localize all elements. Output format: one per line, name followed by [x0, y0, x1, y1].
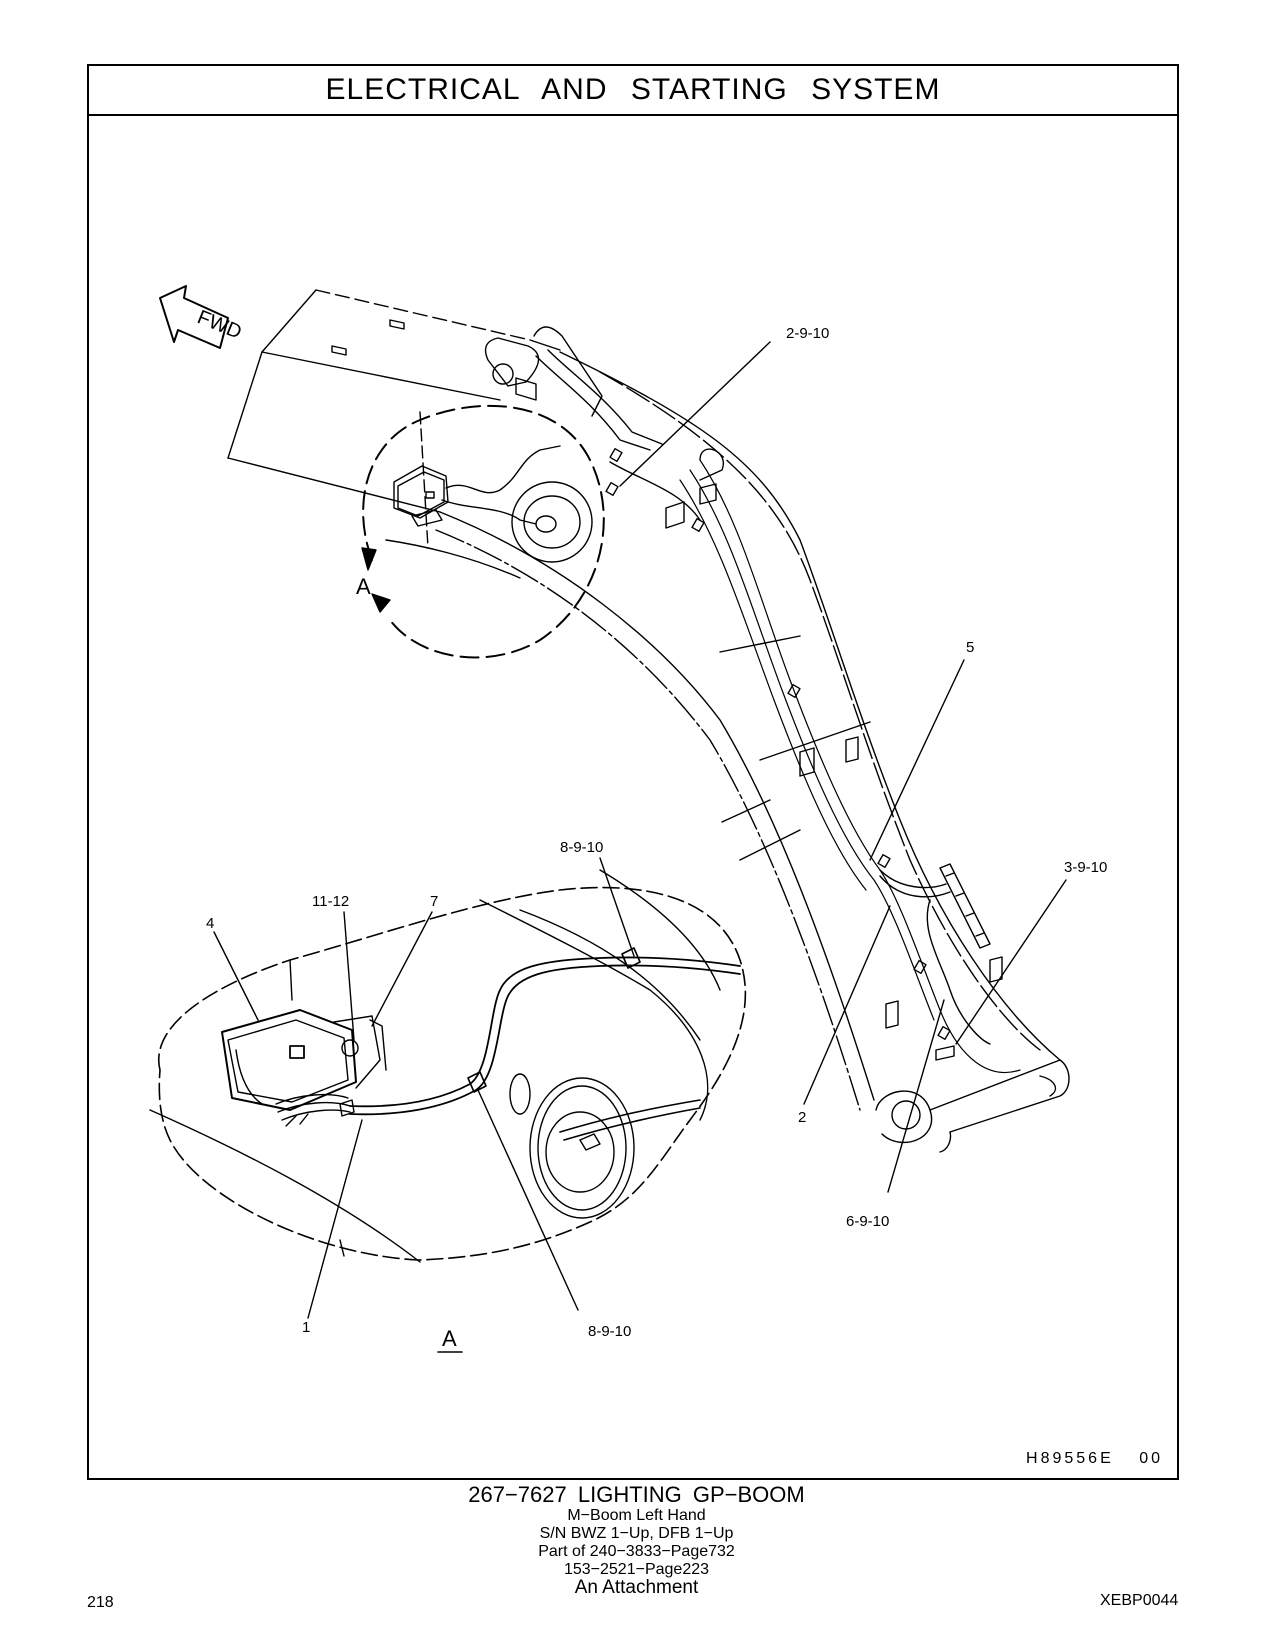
document-id: XEBP0044 [1100, 1592, 1179, 1609]
title-bar: ELECTRICAL AND STARTING SYSTEM [89, 66, 1177, 116]
callout-4: 4 [206, 915, 214, 932]
figure-frame: ELECTRICAL AND STARTING SYSTEM [87, 64, 1179, 1480]
caption-line-2: M−Boom Left Hand [567, 1507, 706, 1524]
caption-line-4: Part of 240−3833−Page732 [538, 1543, 735, 1560]
callout-7: 7 [430, 893, 438, 910]
figure-id: H89556E 00 [1026, 1450, 1163, 1467]
callout-11-12: 11-12 [312, 893, 349, 910]
callout-3-9-10: 3-9-10 [1064, 859, 1107, 876]
caption-line-6: An Attachment [574, 1577, 699, 1598]
callout-1: 1 [302, 1319, 310, 1336]
caption-line-5: 153−2521−Page223 [563, 1561, 710, 1578]
detail-view-a: A [149, 869, 747, 1353]
page-title: ELECTRICAL AND STARTING SYSTEM [325, 73, 941, 106]
caption-title: 267−7627 LIGHTING GP−BOOM [468, 1482, 805, 1507]
callout-5: 5 [966, 639, 974, 656]
caption-line-3: S/N BWZ 1−Up, DFB 1−Up [539, 1525, 734, 1542]
callout-8-9-10-top: 8-9-10 [560, 839, 603, 856]
view-title-a: A [442, 1326, 457, 1351]
callout-2: 2 [798, 1109, 806, 1126]
callout-6-9-10: 6-9-10 [846, 1213, 889, 1230]
fwd-label: FWD [194, 306, 244, 343]
callout-8-9-10-bottom: 8-9-10 [588, 1323, 631, 1340]
boom-body [227, 289, 1070, 1153]
view-label-a: A [356, 574, 371, 599]
work-lamp-icon [221, 1009, 387, 1127]
leader-lines [213, 341, 1067, 1319]
fwd-arrow-icon: FWD [159, 285, 245, 349]
page-number: 218 [87, 1594, 114, 1611]
callout-2-9-10-top: 2-9-10 [786, 325, 829, 342]
detail-circle-a: A [356, 404, 605, 659]
